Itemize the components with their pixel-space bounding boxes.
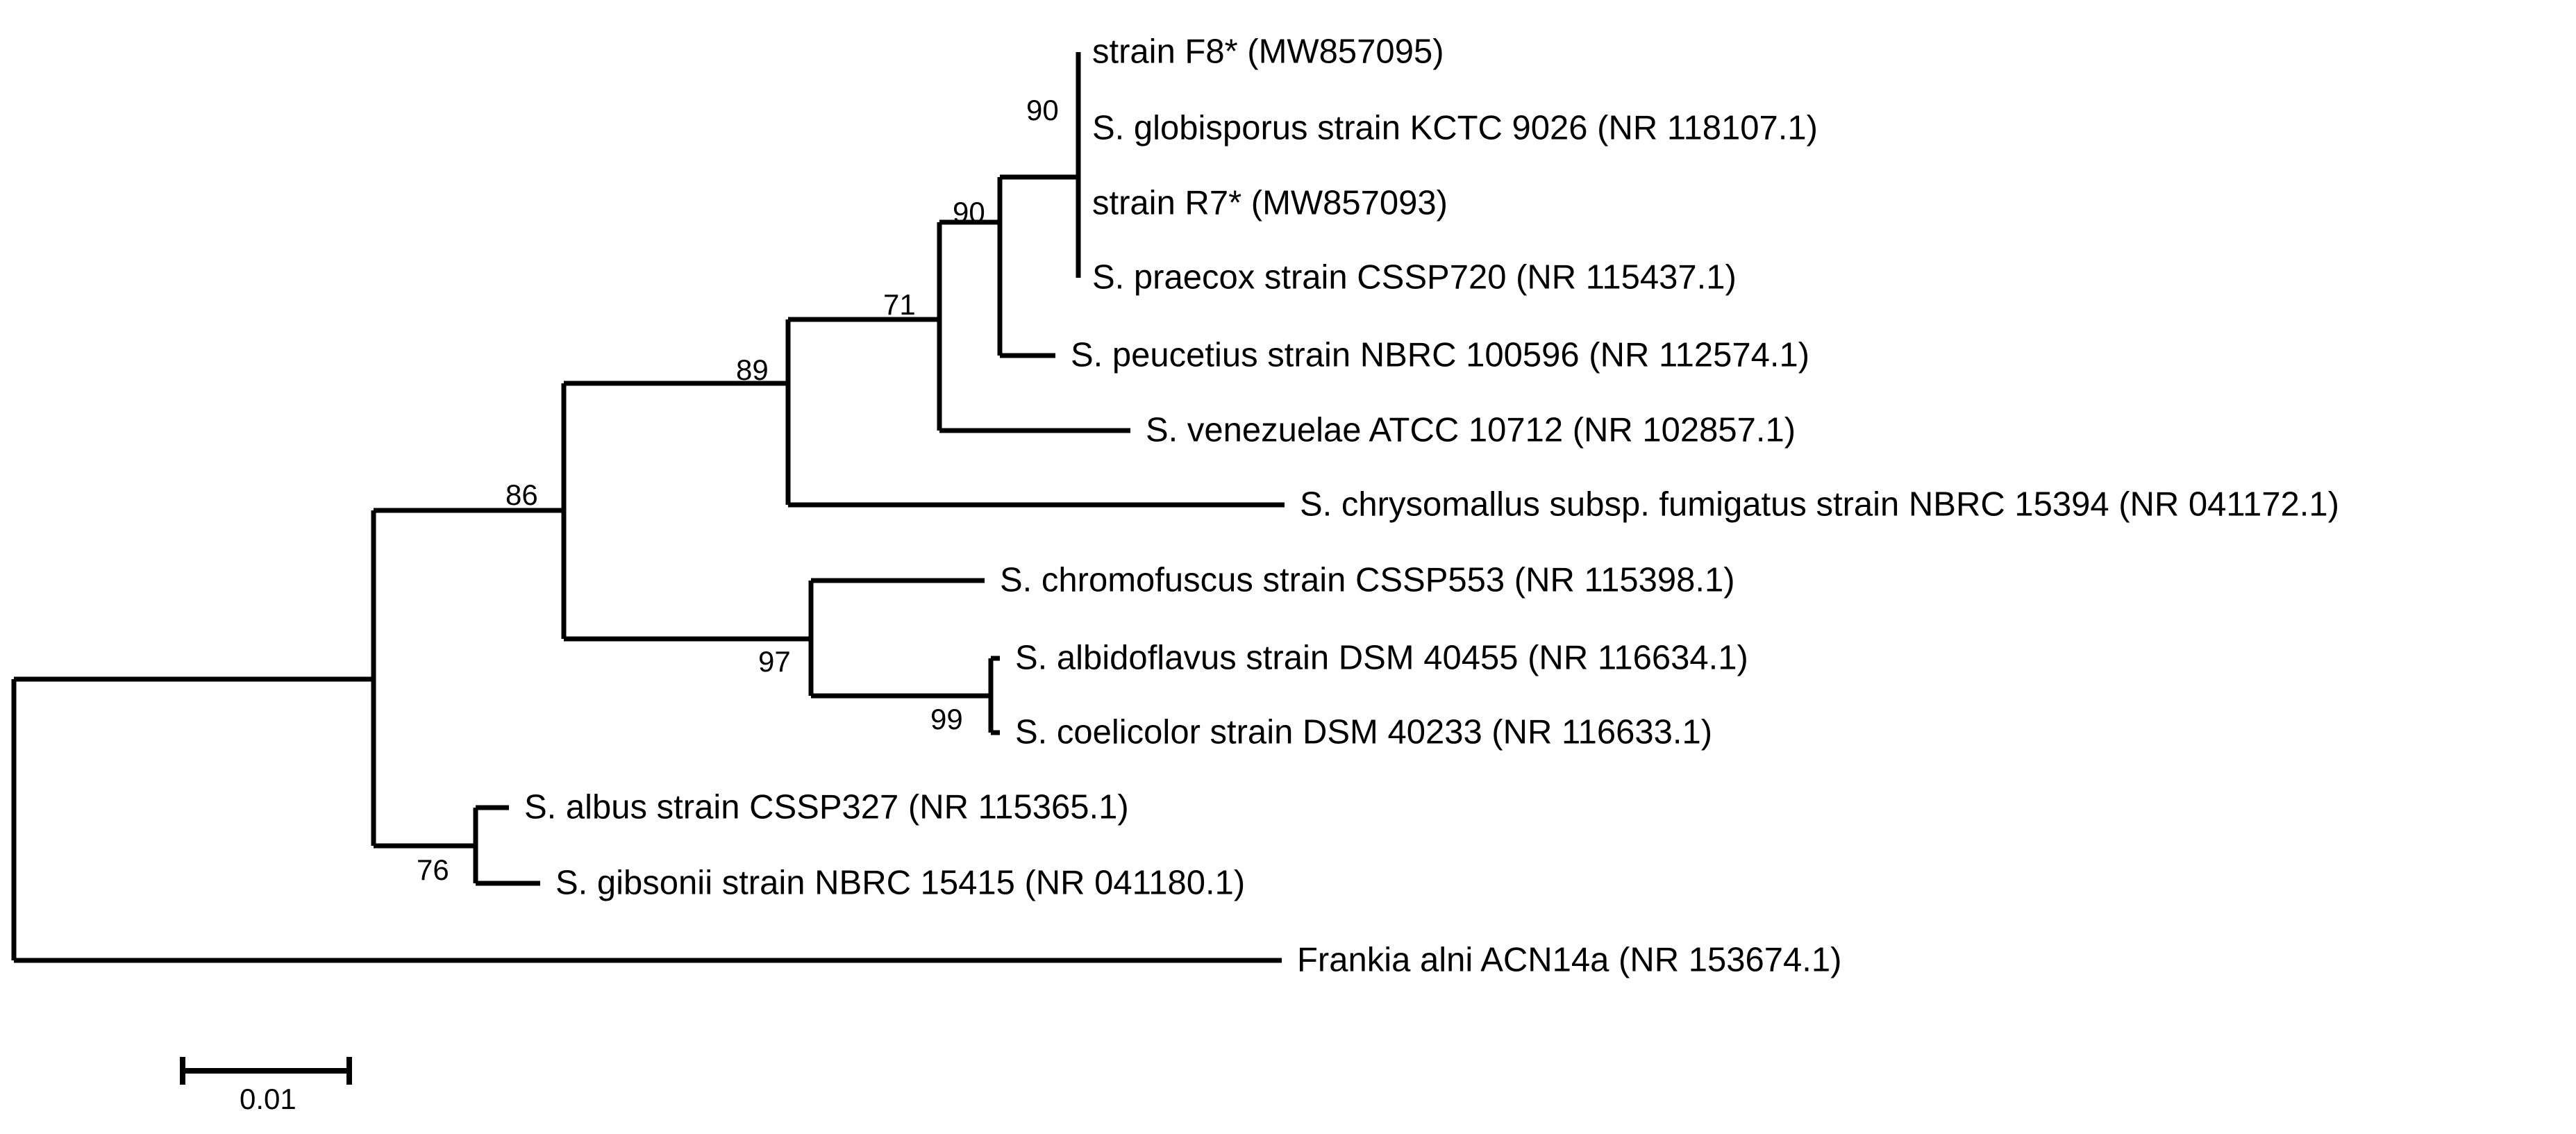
leaf-label-l12: S. gibsonii strain NBRC 15415 (NR 041180…: [555, 864, 1246, 902]
scale-bar-lines: [180, 1057, 352, 1085]
leaf-label-l1: strain F8* (MW857095): [1092, 33, 1444, 71]
bootstrap-value-90-n_top4: 90: [1026, 94, 1059, 126]
leaf-label-l6: S. venezuelae ATCC 10712 (NR 102857.1): [1146, 411, 1796, 449]
scale-bar-label: 0.01: [240, 1083, 296, 1115]
leaf-label-l5: S. peucetius strain NBRC 100596 (NR 1125…: [1071, 336, 1810, 374]
bootstrap-value-90-n_90b: 90: [953, 196, 985, 228]
leaf-label-l3: strain R7* (MW857093): [1092, 184, 1448, 222]
bootstrap-value-76-n_76: 76: [417, 853, 449, 886]
leaf-label-l2: S. globisporus strain KCTC 9026 (NR 1181…: [1092, 109, 1818, 147]
leaf-label-l4: S. praecox strain CSSP720 (NR 115437.1): [1092, 258, 1737, 297]
leaf-label-l9: S. albidoflavus strain DSM 40455 (NR 116…: [1015, 639, 1748, 677]
bootstrap-value-99-n_99: 99: [930, 703, 963, 735]
leaf-label-l7: S. chrysomallus subsp. fumigatus strain …: [1300, 485, 2339, 524]
leaf-label-l8: S. chromofuscus strain CSSP553 (NR 11539…: [1000, 561, 1735, 599]
bootstrap-value-89-n_89: 89: [736, 353, 769, 386]
leaf-label-l13: Frankia alni ACN14a (NR 153674.1): [1297, 941, 1842, 979]
leaf-label-l11: S. albus strain CSSP327 (NR 115365.1): [524, 788, 1129, 826]
bootstrap-value-71-n_71: 71: [883, 288, 916, 321]
branch-lines: [11, 52, 1285, 963]
leaf-label-l10: S. coelicolor strain DSM 40233 (NR 11663…: [1015, 713, 1713, 751]
bootstrap-value-97-n_97: 97: [758, 645, 791, 678]
bootstrap-value-86-n_86: 86: [505, 478, 538, 511]
